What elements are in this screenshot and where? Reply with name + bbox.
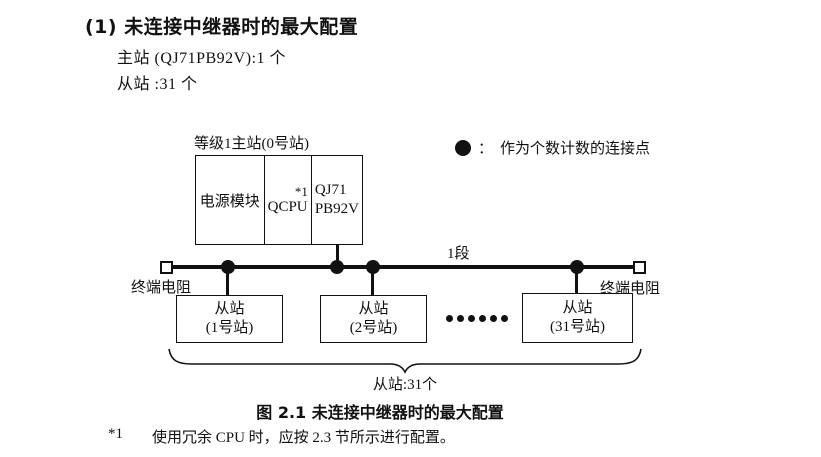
bus-line [172,265,645,269]
slave2-label-line2: (2号站) [349,320,398,336]
terminating-resistor-left-icon [160,261,173,274]
slave31-label-line2: (31号站) [550,319,605,335]
master-drop-line [336,244,339,267]
footnote: *1 使用冗余 CPU 时，应按 2.3 节所示进行配置。 [108,426,455,447]
connection-dot-slave31 [570,260,584,274]
slave-count-line: 从站 :31 个 [117,76,198,93]
legend-separator: ： [478,141,494,157]
master-station-box: 电源模块 *1 QCPU QJ71 PB92V [195,155,363,245]
qj71-label-line2: PB92V [314,201,359,217]
figure-caption: 图 2.1 未连接中继器时的最大配置 [256,403,504,422]
slave-station-2-box: 从站 (2号站) [320,295,427,343]
slave31-drop-line [575,268,578,294]
master-count-line: 主站 (QJ71PB92V):1 个 [117,50,287,67]
slave1-label-line1: 从站 [214,300,245,317]
slave-group-brace [168,348,642,374]
power-module-cell: 电源模块 [196,156,265,244]
master-station-label: 等级1主站(0号站) [194,136,309,152]
footnote-text: 使用冗余 CPU 时，应按 2.3 节所示进行配置。 [152,430,455,446]
slave2-drop-line [371,268,374,296]
connection-dot-slave2 [366,260,380,274]
qcpu-footnote-marker: *1 [294,183,308,199]
ellipsis-dots-icon [446,315,508,322]
qcpu-label: QCPU [267,198,308,215]
legend-text: 作为个数计数的连接点 [500,141,651,157]
segment-label: 1段 [447,246,470,262]
section-heading: (1) 未连接中继器时的最大配置 [85,16,359,38]
slave1-drop-line [226,268,229,296]
slave2-label-line1: 从站 [358,300,389,317]
connection-dot-slave1 [221,260,235,274]
power-module-label: 电源模块 [199,193,260,210]
terminating-resistor-right-icon [633,261,646,274]
brace-label: 从站:31个 [372,377,438,393]
slave-station-1-box: 从站 (1号站) [176,295,283,343]
slave-station-31-box: 从站 (31号站) [522,293,633,343]
footnote-marker: *1 [108,426,123,442]
connection-point-dot-icon [455,139,471,156]
connection-dot-master [330,260,344,274]
terminating-resistor-left-label: 终端电阻 [131,280,192,296]
qcpu-cell: *1 QCPU [265,156,312,244]
slave31-label-line1: 从站 [562,299,593,316]
legend: ： 作为个数计数的连接点 [455,137,650,158]
qj71-label-line1: QJ71 [314,182,347,199]
slave1-label-line2: (1号站) [205,320,254,336]
qj71pb92v-cell: QJ71 PB92V [312,156,362,244]
